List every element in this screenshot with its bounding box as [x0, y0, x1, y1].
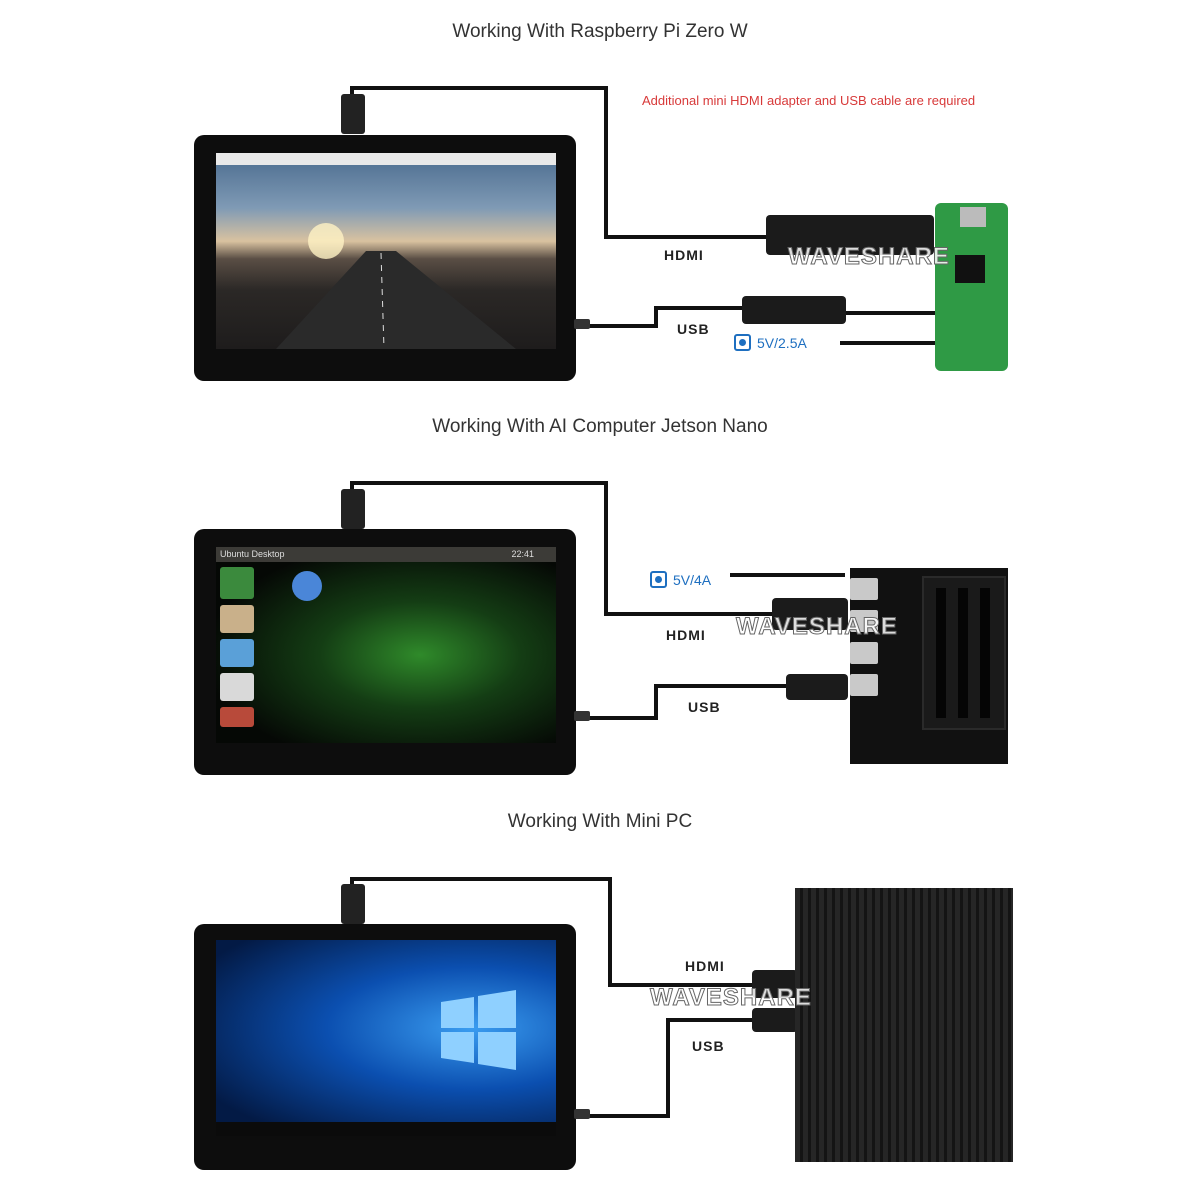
mini-pc-case	[795, 888, 1013, 1162]
usb-label-3: USB	[692, 1038, 725, 1054]
hdmi-label-2: HDMI	[666, 627, 706, 643]
launcher-icon-search	[220, 567, 254, 599]
launcher-icon-office	[220, 673, 254, 701]
pi-taskbar	[216, 153, 556, 165]
ubuntu-topbar: Ubuntu Desktop 22:41	[216, 547, 556, 562]
section-title-jetson-nano: Working With AI Computer Jetson Nano	[432, 416, 768, 437]
watermark-2: WAVESHARE	[736, 613, 898, 641]
jetson-heatsink	[922, 576, 1006, 730]
jetson-nano-board	[850, 568, 1008, 764]
power-spec-2: 5V/4A	[650, 571, 711, 588]
hdmi-plug-3	[341, 884, 365, 924]
usb-connector-2	[786, 674, 848, 700]
screen-ubuntu-desktop: Ubuntu Desktop 22:41	[216, 547, 556, 743]
hdmi-connector-3	[752, 970, 798, 998]
hdmi-label-1: HDMI	[664, 247, 704, 263]
usb-port-2	[574, 711, 590, 721]
screen-windows-10-desktop	[216, 940, 556, 1136]
section-title-mini-pc: Working With Mini PC	[507, 811, 693, 832]
sd-card-slot	[960, 207, 986, 227]
ubuntu-topbar-title: Ubuntu Desktop	[220, 549, 285, 559]
hdmi-connector-2	[772, 598, 848, 630]
windows-logo	[441, 990, 516, 1070]
launcher-icon-apps	[220, 707, 254, 727]
power-icon	[650, 571, 667, 588]
power-value-1: 5V/2.5A	[757, 334, 807, 351]
ubuntu-launcher	[220, 567, 256, 737]
section-title-pi-zero: Working With Raspberry Pi Zero W	[452, 21, 748, 42]
power-value-2: 5V/4A	[673, 571, 712, 588]
mini-hdmi-adapter	[766, 215, 934, 255]
usb-port-3	[574, 1109, 590, 1119]
windows-taskbar	[216, 1122, 556, 1136]
hdmi-plug-2	[341, 489, 365, 529]
adapter-note: Additional mini HDMI adapter and USB cab…	[642, 93, 976, 108]
launcher-icon-files	[220, 605, 254, 633]
road-graphic	[276, 223, 516, 349]
screen-raspberry-pi-desktop	[216, 153, 556, 349]
usb-label-2: USB	[688, 699, 721, 715]
usb-otg-adapter	[742, 296, 846, 324]
usb-label-1: USB	[677, 321, 710, 337]
watermark-1: WAVESHARE	[788, 243, 950, 271]
hdmi-plug-1	[341, 94, 365, 134]
launcher-icon-browser	[220, 639, 254, 667]
raspberry-pi-zero-board	[935, 203, 1008, 371]
chromium-icon	[292, 571, 322, 601]
usb-port-1	[574, 319, 590, 329]
watermark-3: WAVESHARE	[650, 984, 812, 1012]
usb-connector-3	[752, 1008, 798, 1032]
power-icon	[734, 334, 751, 351]
jetson-ports	[850, 578, 878, 728]
soc-chip	[955, 255, 985, 283]
hdmi-label-3: HDMI	[685, 958, 725, 974]
power-spec-1: 5V/2.5A	[734, 334, 807, 351]
ubuntu-topbar-clock: 22:41	[511, 549, 534, 559]
